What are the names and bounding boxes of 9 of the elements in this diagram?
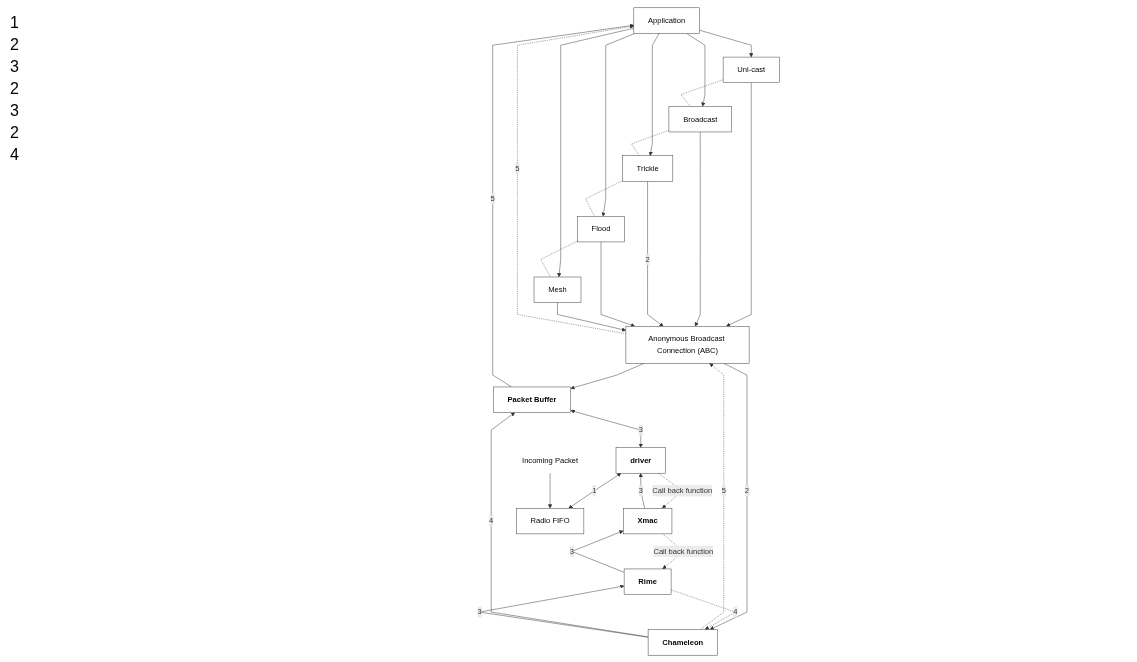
connector (631, 129, 670, 156)
step-number: 3 (10, 102, 20, 120)
step-number: 1 (10, 14, 20, 32)
step-number: 3 (10, 58, 20, 76)
step-number: 2 (10, 80, 20, 98)
step-number: 2 (10, 36, 20, 54)
step-number: 2 (10, 124, 20, 142)
connector (540, 240, 578, 277)
step-number: 4 (10, 146, 20, 164)
